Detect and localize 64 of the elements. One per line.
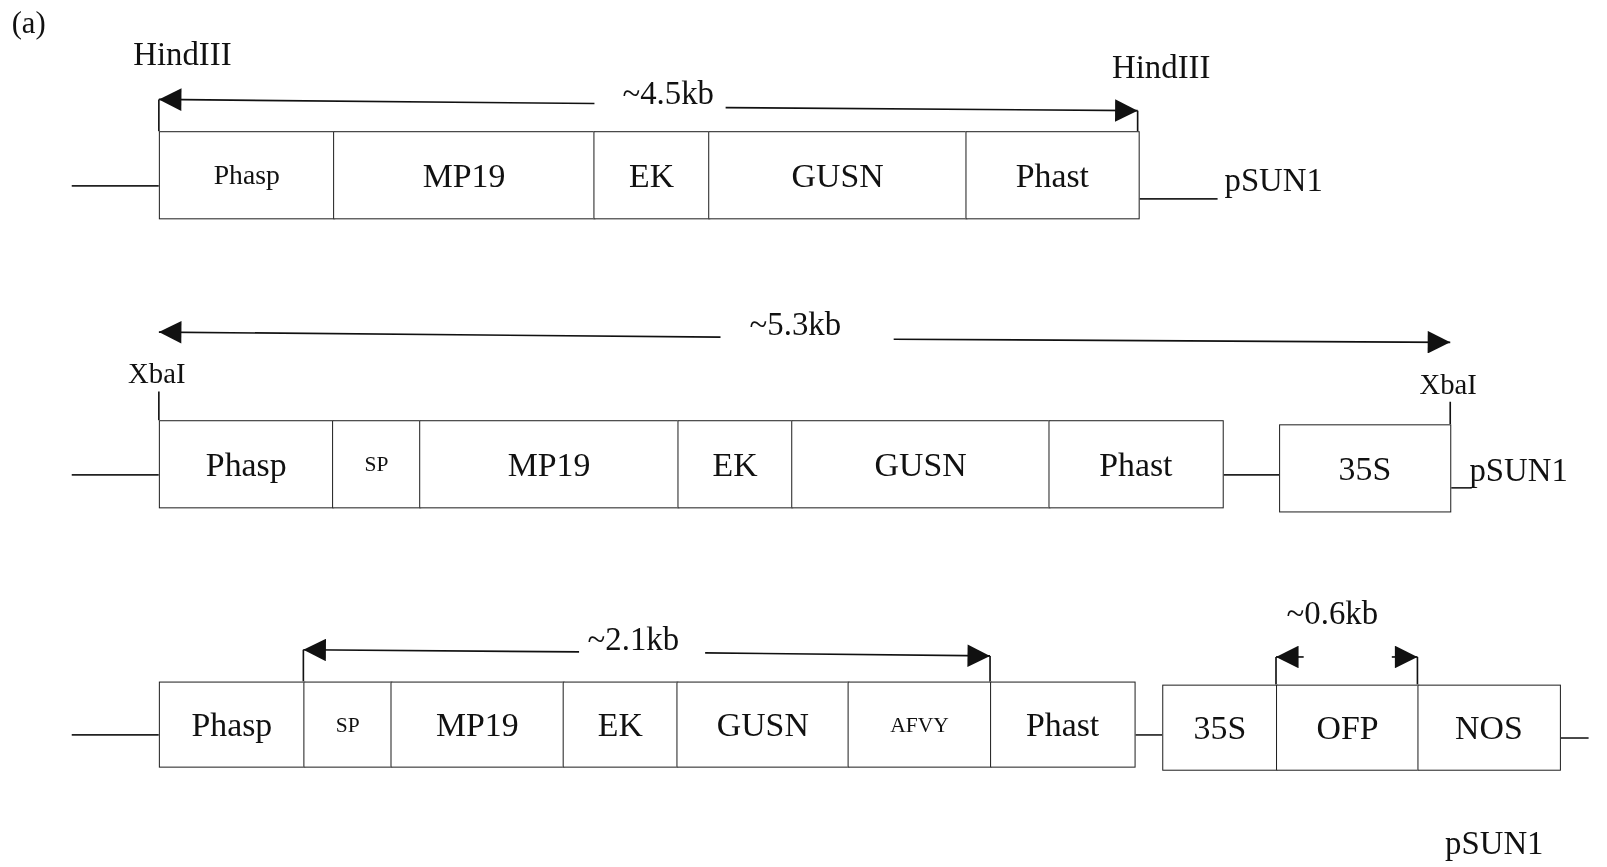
dna-line (1134, 734, 1164, 736)
gene-segment-box (791, 420, 1050, 509)
dna-line (70, 734, 160, 736)
gene-segment-box (158, 420, 334, 509)
size-label: ~4.5kb (622, 75, 714, 109)
segment-name: 35S (1193, 710, 1247, 745)
size-label: ~5.3kb (749, 307, 842, 341)
dna-line (1222, 474, 1280, 476)
gene-segment-box (1417, 684, 1561, 771)
gene-segment-box (390, 681, 565, 768)
gene-segment-box (333, 131, 595, 220)
dna-line (1449, 487, 1473, 489)
segment-name: GUSN (791, 158, 884, 193)
gene-segment-box (990, 681, 1136, 768)
gene-segment-box (1279, 424, 1451, 513)
plasmid-label: pSUN1 (1224, 162, 1323, 196)
segment-name: EK (597, 707, 643, 742)
dna-line (1138, 198, 1219, 200)
gene-segment-box (562, 681, 678, 768)
segment-name: 35S (1338, 451, 1392, 486)
panel-label: (a) (11, 7, 46, 38)
segment-name: SP (335, 713, 360, 736)
gene-segment-box (965, 131, 1140, 220)
gene-segment-box (847, 681, 992, 768)
plasmid-label: pSUN1 (1469, 453, 1568, 486)
gene-segment-box (1048, 420, 1224, 509)
gene-segment-box (708, 131, 967, 220)
segment-name: SP (364, 453, 389, 476)
segment-name: GUSN (874, 447, 967, 482)
segment-name: Phast (1015, 158, 1089, 193)
segment-name: Phasp (205, 447, 287, 482)
gene-segment-box (1162, 684, 1278, 771)
gene-segment-box (419, 420, 679, 509)
gene-segment-box (1276, 684, 1419, 771)
segment-name: Phasp (191, 707, 273, 742)
segment-name: MP19 (507, 447, 591, 482)
gene-segment-box (332, 420, 421, 509)
size-label: ~0.6kb (1286, 596, 1379, 630)
dna-line (1559, 737, 1590, 739)
gene-segment-box (677, 420, 793, 509)
segment-name: Phast (1099, 447, 1173, 482)
gene-segment-box (676, 681, 850, 768)
gene-segment-box (303, 681, 392, 768)
plasmid-label: pSUN1 (1445, 826, 1544, 859)
restriction-site-label: HindIII (133, 36, 232, 70)
restriction-site-label: XbaI (1419, 370, 1477, 399)
segment-name: EK (712, 447, 758, 482)
dna-line (70, 185, 160, 187)
segment-name: MP19 (422, 158, 506, 193)
restriction-site-label: HindIII (1112, 50, 1211, 83)
dna-line (70, 474, 160, 476)
gene-segment-box (593, 131, 710, 220)
gene-segment-box (158, 681, 305, 768)
segment-name: Phast (1025, 707, 1100, 742)
size-label: ~2.1kb (587, 622, 680, 655)
gene-segment-box (158, 131, 335, 220)
segment-name: MP19 (436, 707, 519, 742)
segment-name: NOS (1455, 710, 1523, 745)
segment-name: AFVY (890, 713, 949, 736)
segment-name: OFP (1316, 710, 1379, 745)
segment-name: EK (629, 158, 675, 193)
segment-name: Phasp (213, 161, 280, 190)
restriction-site-label: XbaI (128, 359, 186, 389)
segment-name: GUSN (716, 707, 809, 742)
